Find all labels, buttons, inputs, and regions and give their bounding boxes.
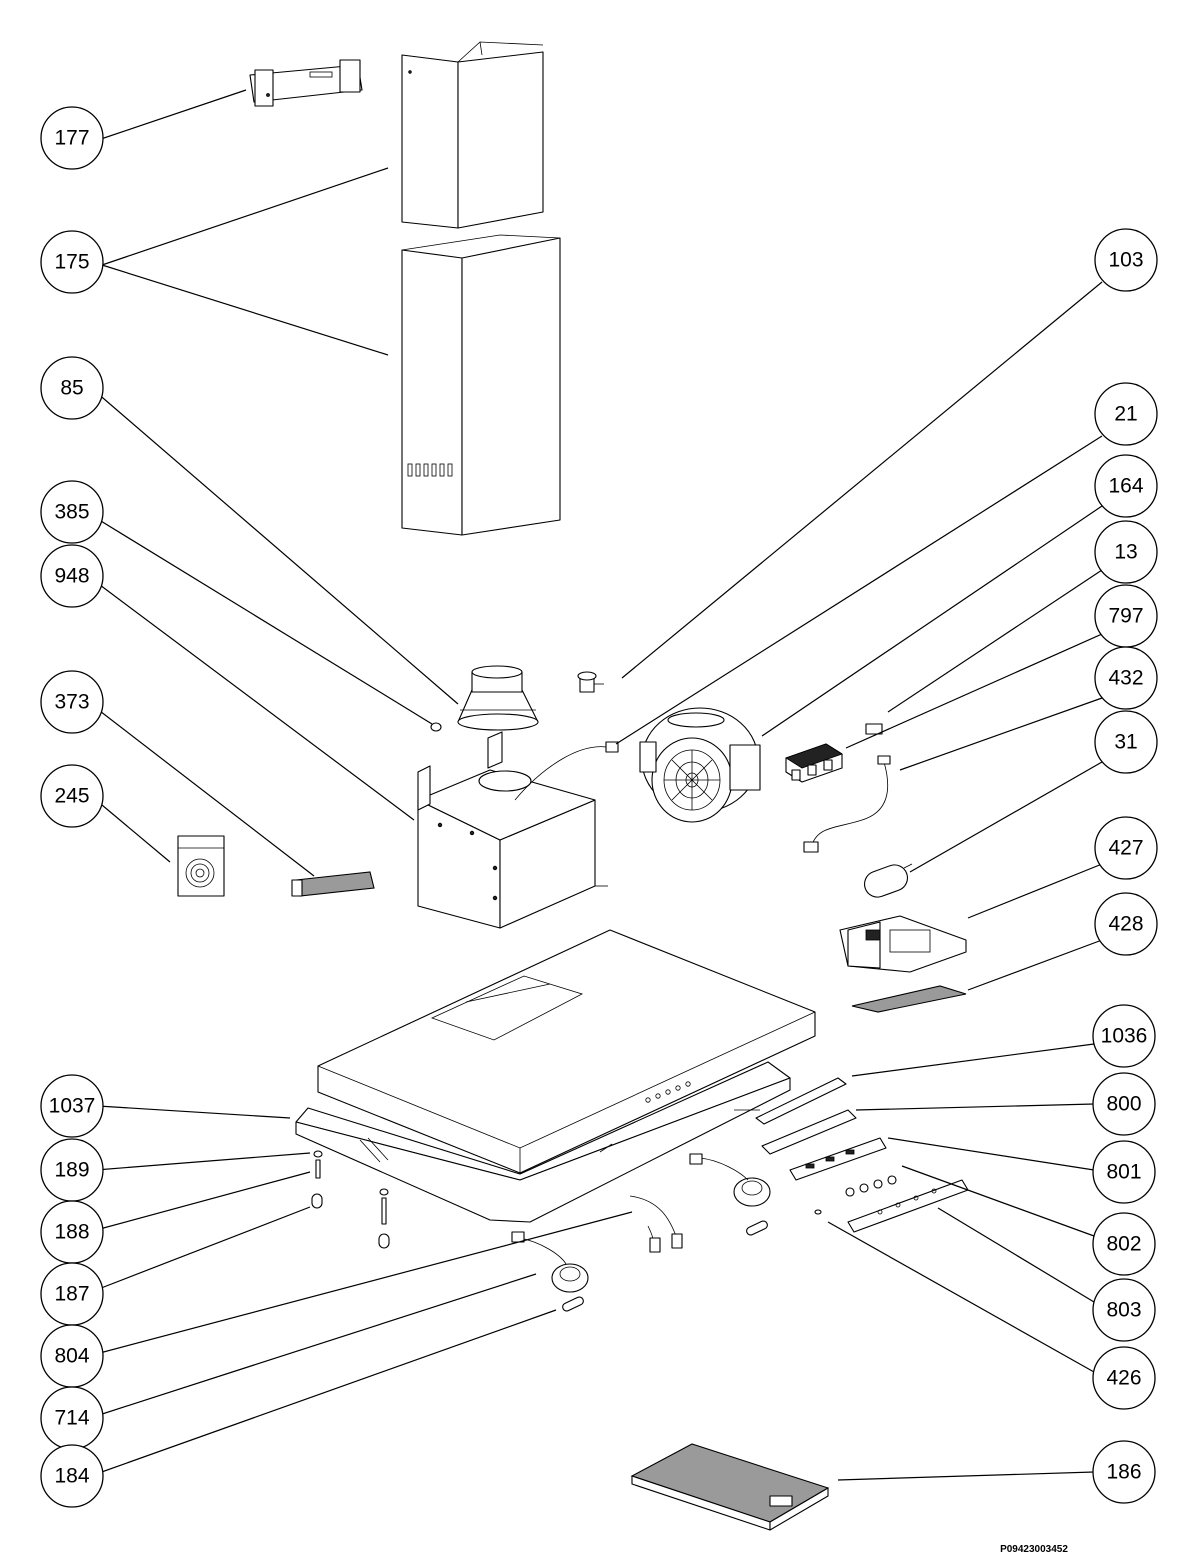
fitting-part [577,671,604,693]
grease-filter-part [630,1443,830,1531]
callout-797-label: 797 [1108,605,1143,628]
callout-800: 800 [1092,1072,1156,1136]
callout-428-label: 428 [1108,913,1143,936]
callout-803-label: 803 [1106,1299,1141,1322]
callout-427-label: 427 [1108,837,1143,860]
callout-800-label: 800 [1106,1093,1141,1116]
callout-164: 164 [1094,454,1158,518]
callout-188-label: 188 [54,1221,89,1244]
callout-802-label: 802 [1106,1233,1141,1256]
callout-1036-label: 1036 [1101,1025,1148,1048]
callout-797: 797 [1094,584,1158,648]
callout-21: 21 [1094,382,1158,446]
callout-804: 804 [40,1324,104,1388]
capacitor-part [863,863,913,898]
callout-714: 714 [40,1386,104,1450]
callout-187: 187 [40,1262,104,1326]
motor-housing-part [417,731,619,929]
callout-13-label: 13 [1114,541,1137,564]
outlet-flange-part [457,665,539,731]
leader-lines [95,89,1103,1481]
callout-164-label: 164 [1108,475,1143,498]
callout-1037: 1037 [40,1074,104,1138]
callout-373-label: 373 [54,691,89,714]
callout-184: 184 [40,1444,104,1508]
callout-1036: 1036 [1092,1004,1156,1068]
callout-373: 373 [40,670,104,734]
callout-177: 177 [40,106,104,170]
callout-103: 103 [1094,228,1158,292]
pcb-part [789,1137,887,1181]
callout-1037-label: 1037 [49,1095,96,1118]
chimney-bracket-part [249,59,363,107]
callout-801-label: 801 [1106,1161,1141,1184]
callout-186-label: 186 [1106,1461,1141,1484]
callout-175-label: 175 [54,251,89,274]
callout-385: 385 [40,480,104,544]
callout-803: 803 [1092,1278,1156,1342]
support-rod-part [734,1077,847,1125]
button-bar-part [761,1109,857,1155]
glass-panel-part [295,1061,791,1223]
grease-filter-pack-part [177,835,225,897]
callout-426: 426 [1092,1346,1156,1410]
callout-948-label: 948 [54,565,89,588]
callout-13: 13 [1094,520,1158,584]
callout-428: 428 [1094,892,1158,956]
callout-432-label: 432 [1108,667,1143,690]
fan-motor-part [639,707,761,823]
lamp-cover-part [851,985,967,1013]
callout-189-label: 189 [54,1159,89,1182]
bushing-part [430,722,442,732]
callout-948: 948 [40,544,104,608]
callout-802: 802 [1092,1212,1156,1276]
callout-385-label: 385 [54,501,89,524]
drawing-code: P09423003452 [1000,1544,1068,1555]
callout-177-label: 177 [54,127,89,150]
callout-714-label: 714 [54,1407,89,1430]
callout-189: 189 [40,1138,104,1202]
callout-186: 186 [1092,1440,1156,1504]
hood-canopy-part [317,929,816,1174]
callout-85-label: 85 [60,377,83,400]
callout-801: 801 [1092,1140,1156,1204]
lamp-housing-part [839,915,967,973]
callout-804-label: 804 [54,1345,89,1368]
callout-175: 175 [40,230,104,294]
button-caps-part [845,1175,897,1197]
callout-184-label: 184 [54,1465,89,1488]
callout-427: 427 [1094,816,1158,880]
callout-103-label: 103 [1108,249,1143,272]
wiring-harness-part [629,1195,683,1253]
foam-strip-part [291,871,375,897]
wire-harness-part [803,755,891,853]
switch-block-part [785,743,843,783]
callout-31-label: 31 [1114,731,1137,754]
callout-85: 85 [40,356,104,420]
clip-part [865,723,883,735]
callout-21-label: 21 [1114,403,1137,426]
callout-188: 188 [40,1200,104,1264]
callout-187-label: 187 [54,1283,89,1306]
screw-set-part [311,1150,390,1249]
knob-shaft-part [562,1220,768,1312]
callout-426-label: 426 [1106,1367,1141,1390]
callout-432: 432 [1094,646,1158,710]
lower-chimney-part [401,234,561,536]
callout-245-label: 245 [54,785,89,808]
callout-31: 31 [1094,710,1158,774]
callout-245: 245 [40,764,104,828]
upper-chimney-part [401,41,544,229]
small-screw-part [814,1209,822,1215]
control-knob-part [511,1153,771,1293]
